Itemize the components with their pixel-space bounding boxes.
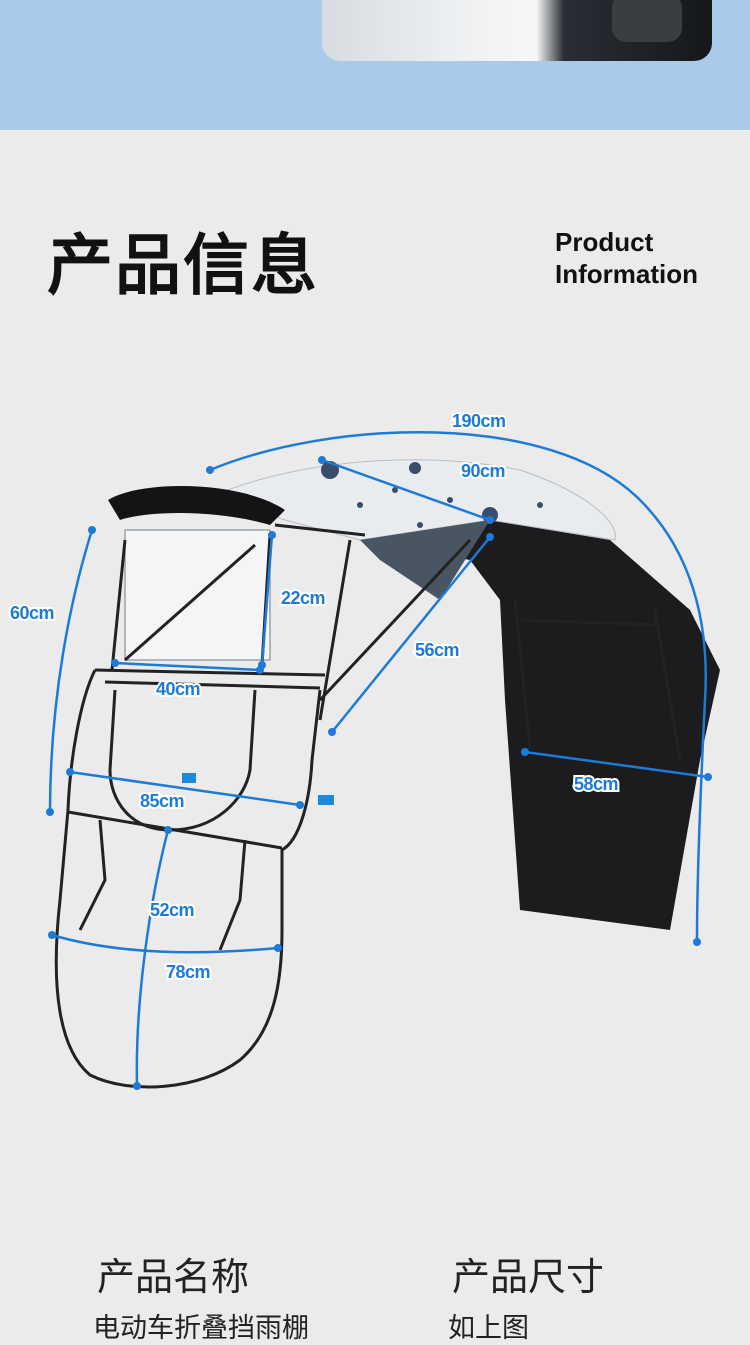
- dim-190: 190cm: [452, 411, 506, 431]
- product-size-value: 如上图: [448, 1313, 529, 1344]
- dim-40: 40cm: [156, 679, 200, 699]
- title-en-line1: Product: [555, 227, 654, 257]
- hero-photo: [322, 0, 712, 61]
- dim-22: 22cm: [281, 588, 325, 608]
- strap-left: [78, 819, 107, 931]
- dim-90: 90cm: [461, 461, 505, 481]
- clamp-left: [182, 773, 196, 783]
- dim-78: 78cm: [166, 962, 210, 982]
- dim-line-40: [114, 661, 261, 672]
- title-en-line2: Information: [555, 259, 698, 289]
- dim-56: 56cm: [415, 640, 459, 660]
- dim-line-90: [321, 458, 491, 522]
- visor: [108, 486, 285, 525]
- legshield-frame: [54, 669, 322, 1089]
- dim-line-56: [331, 536, 491, 733]
- dim-58: 58cm: [574, 774, 618, 794]
- product-size-label: 产品尺寸: [452, 1255, 605, 1299]
- section-title-cn: 产品信息: [47, 227, 319, 304]
- dim-line-190: [209, 430, 707, 941]
- dim-52: 52cm: [150, 900, 194, 920]
- glove-image: [612, 0, 682, 42]
- section-title-en: Product Information: [555, 226, 745, 290]
- clamp-right: [318, 795, 334, 805]
- dim-line-52: [135, 829, 170, 1087]
- dim-line-22: [260, 534, 274, 666]
- top-banner: [0, 0, 750, 130]
- canopy-gray-underside: [360, 520, 490, 600]
- dim-line-78: [51, 933, 279, 954]
- dim-line-58: [524, 750, 709, 779]
- product-name-label: 产品名称: [97, 1255, 250, 1299]
- dim-60: 60cm: [10, 603, 54, 623]
- dim-line-85: [69, 770, 301, 807]
- dim-line-60: [48, 529, 94, 813]
- strap-right: [218, 839, 247, 951]
- canopy-white-top: [213, 459, 616, 541]
- product-name-value: 电动车折叠挡雨棚: [93, 1313, 309, 1344]
- product-diagram: 190cm 90cm 60cm 22cm 56cm 40cm 85cm 58cm…: [8, 409, 720, 1090]
- dim-85: 85cm: [140, 791, 184, 811]
